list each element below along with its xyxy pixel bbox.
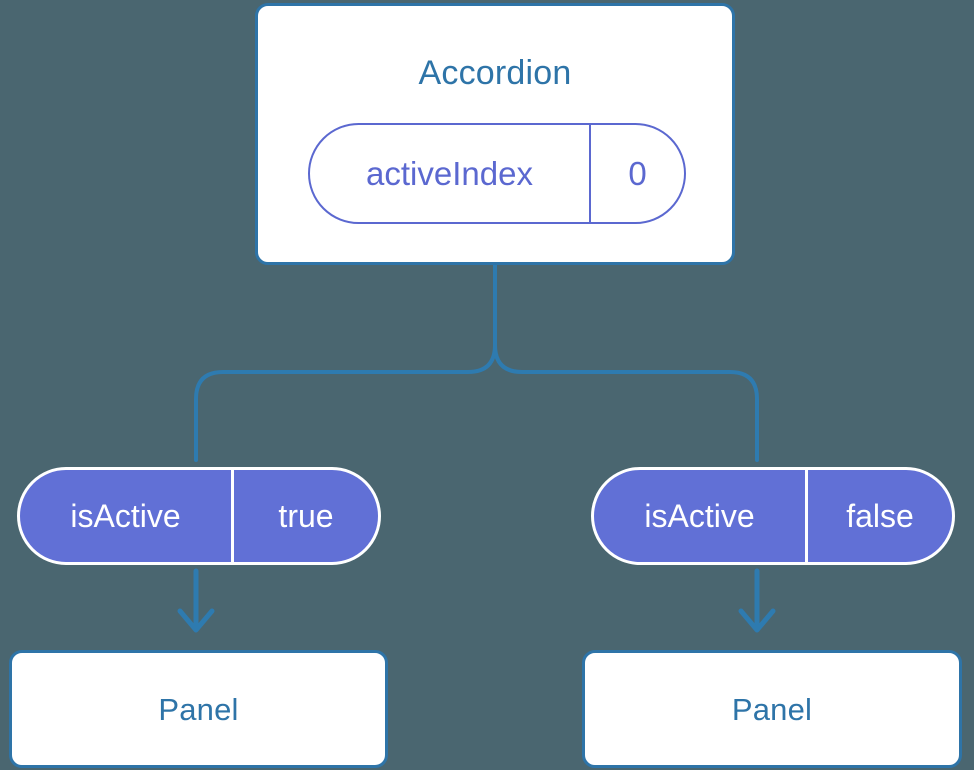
accordion-component-node[interactable]: Accordion activeIndex 0 [255, 3, 735, 265]
accordion-state-value: 0 [628, 154, 647, 192]
accordion-title: Accordion [418, 54, 572, 92]
panel-component-node-right[interactable]: Panel [582, 650, 962, 768]
prop-pill-right[interactable]: isActive false [591, 467, 955, 565]
arrowhead-left-icon [177, 608, 215, 633]
edge-accordion-to-left-prop [194, 263, 497, 462]
panel-right-title: Panel [731, 692, 813, 727]
prop-right-key: isActive [594, 470, 808, 562]
prop-right-value: false [846, 497, 914, 534]
prop-left-value: true [278, 497, 334, 534]
arrowhead-right-icon [738, 608, 776, 633]
prop-pill-left[interactable]: isActive true [17, 467, 381, 565]
edge-accordion-to-right-prop [493, 263, 759, 462]
prop-left-key: isActive [20, 470, 234, 562]
accordion-state-pill[interactable]: activeIndex 0 [308, 123, 686, 224]
accordion-state-key: activeIndex [310, 125, 591, 222]
panel-left-title: Panel [158, 692, 239, 727]
panel-component-node-left[interactable]: Panel [9, 650, 388, 768]
